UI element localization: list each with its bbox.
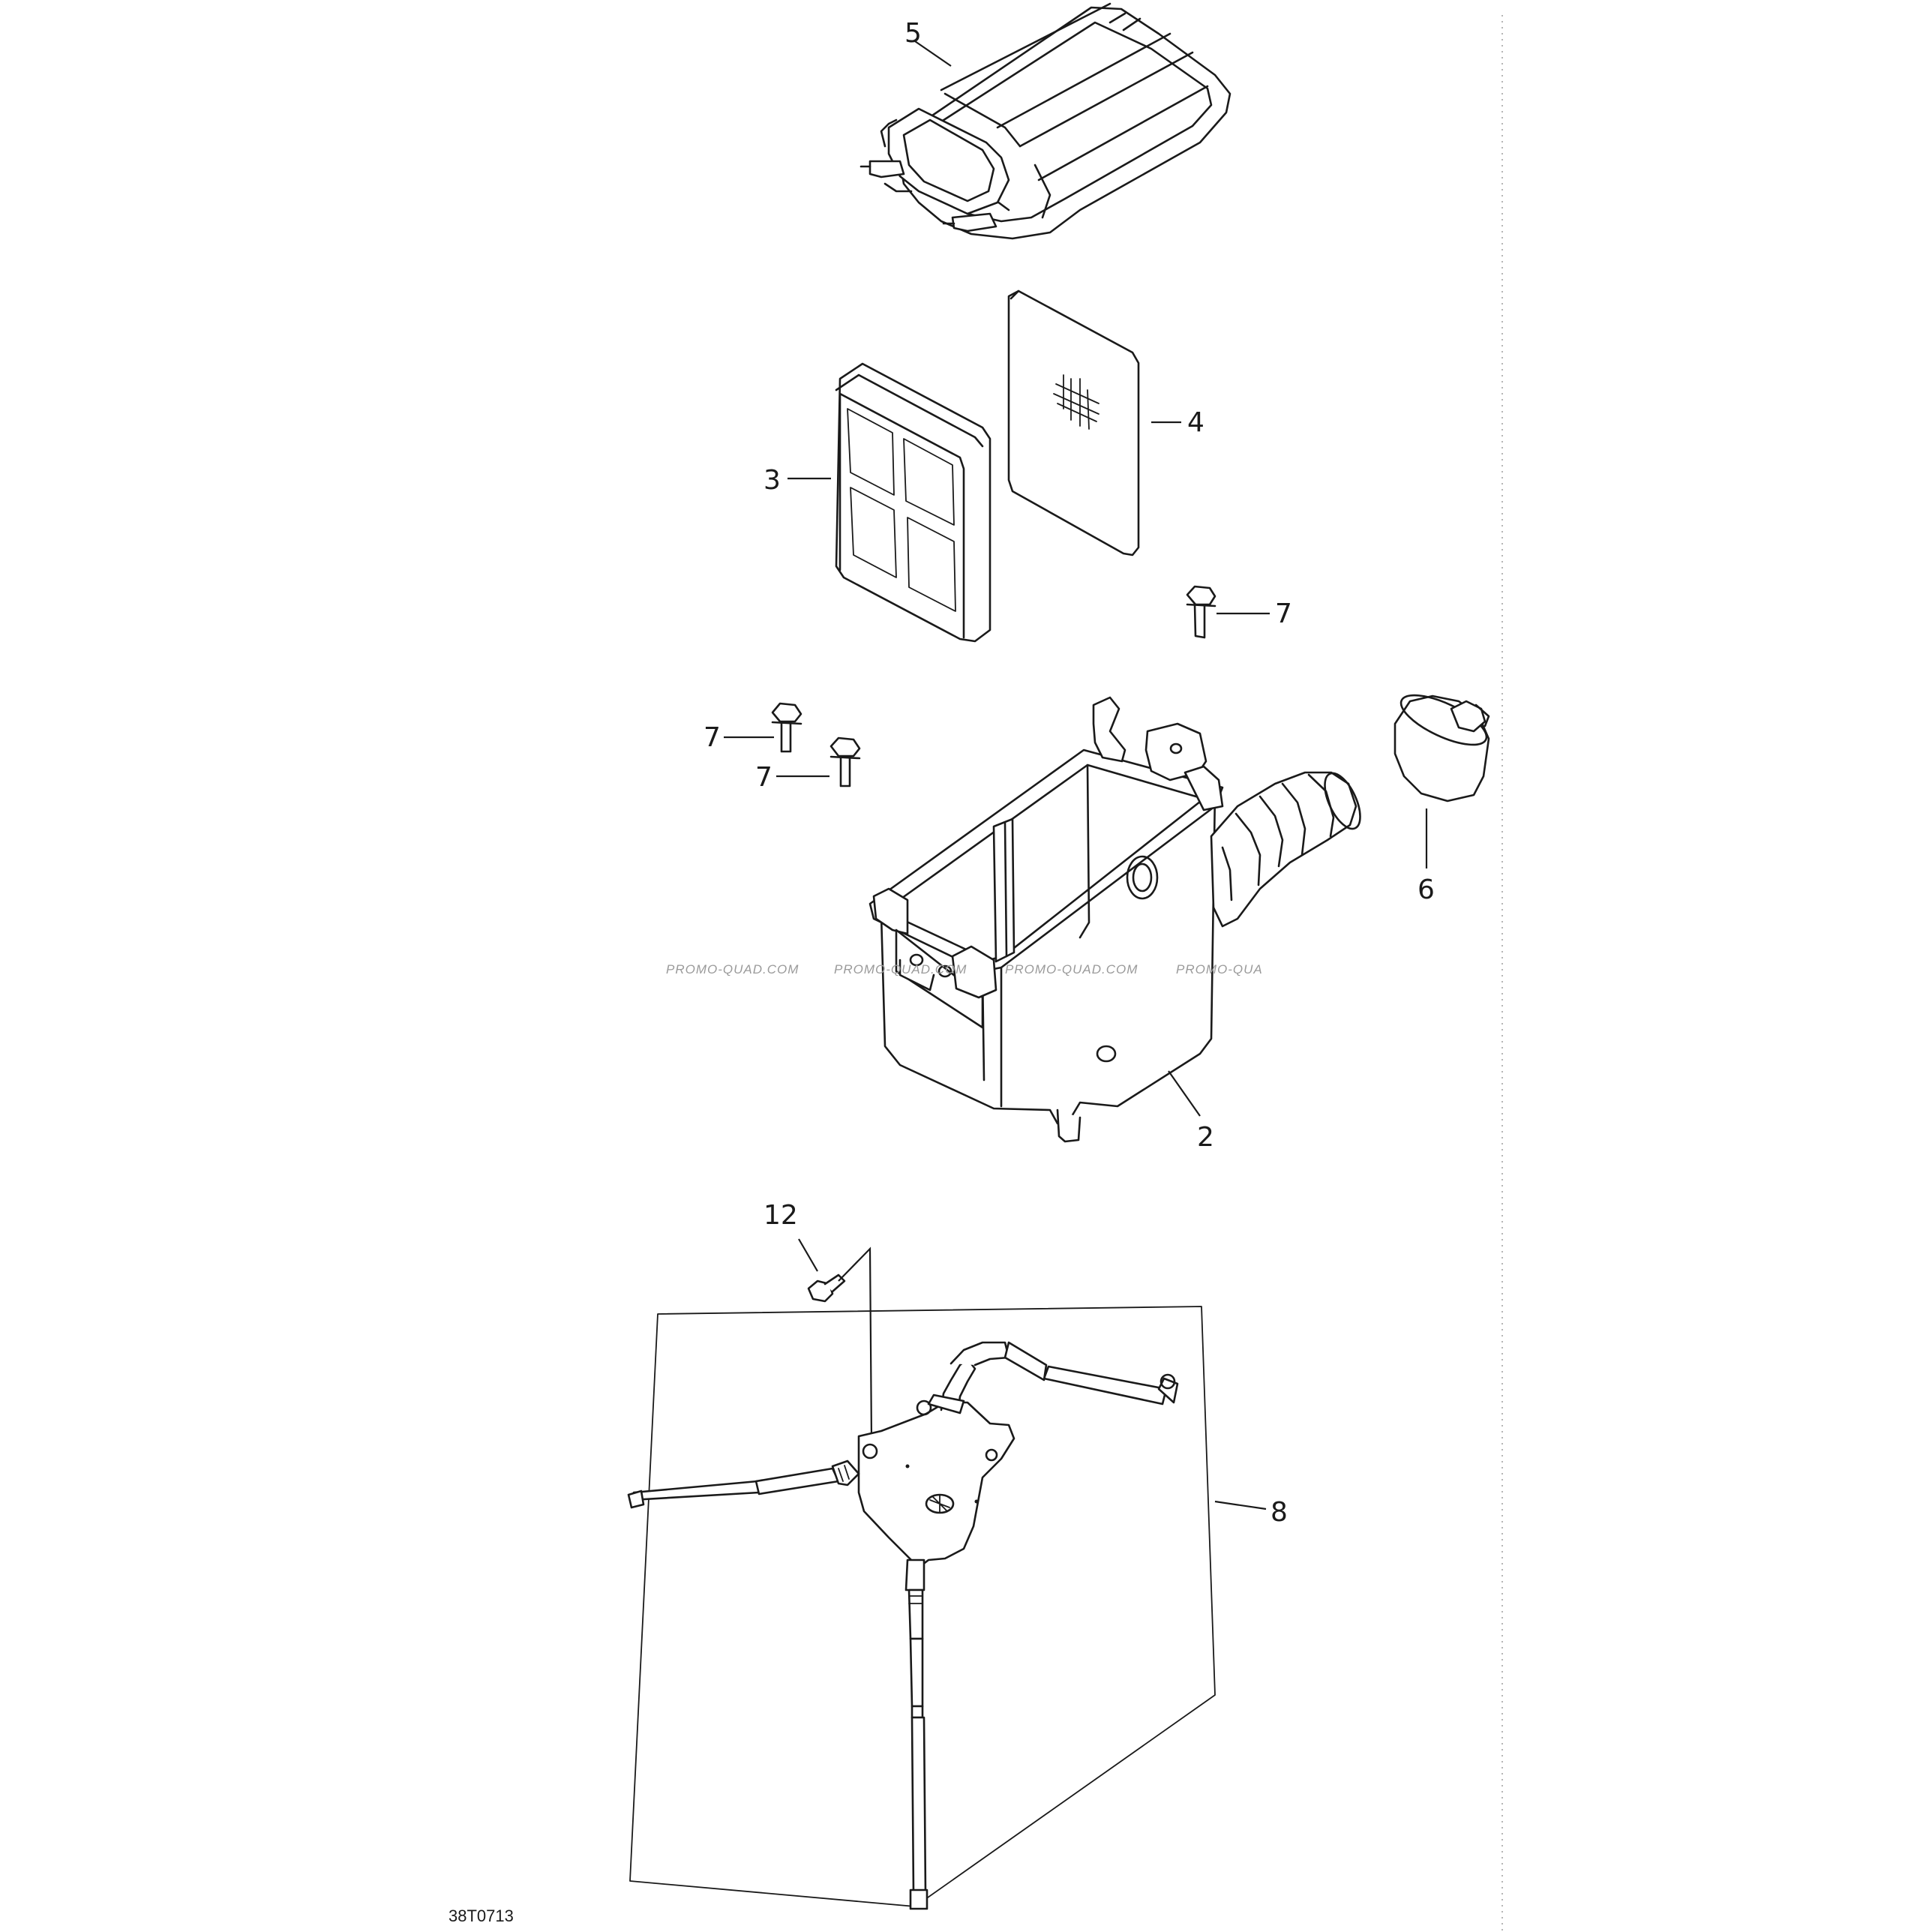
leader-12-to-breather [838, 1246, 873, 1441]
callout-8: 8 [1270, 1497, 1288, 1528]
callout-3: 3 [764, 465, 781, 496]
part-12-screw[interactable] [807, 1274, 846, 1303]
callout-12: 12 [764, 1200, 798, 1231]
callout-6: 6 [1418, 874, 1435, 905]
callout-5: 5 [904, 18, 922, 49]
part-5-airbox-cover[interactable] [860, 2, 1232, 240]
part-4-prefilter[interactable] [1007, 290, 1140, 556]
part-8-breather-kit[interactable] [627, 1306, 1216, 1910]
callout-7a: 7 [1275, 598, 1292, 629]
part-3-air-filter[interactable] [835, 362, 992, 643]
watermark-4: PROMO-QUA [1176, 962, 1263, 976]
watermark-3: PROMO-QUAD.COM [1005, 962, 1138, 976]
part-2-airbox-base[interactable] [868, 696, 1367, 1143]
leader-8 [1214, 1500, 1267, 1510]
mesh-icon [1053, 374, 1100, 430]
callout-7c: 7 [755, 762, 772, 793]
part-6-clamp[interactable] [1394, 686, 1493, 802]
watermark-2: PROMO-QUAD.COM [834, 962, 967, 976]
part-7-bolt-b[interactable] [771, 702, 802, 753]
drawing-code: 38T0713 [448, 1906, 514, 1925]
part-7-bolt-c[interactable] [830, 736, 861, 788]
callout-7b: 7 [704, 722, 721, 753]
callout-4: 4 [1187, 407, 1204, 438]
callout-2: 2 [1197, 1122, 1214, 1153]
watermark-1: PROMO-QUAD.COM [666, 962, 799, 976]
leader-5 [914, 40, 952, 67]
part-7-bolt-a[interactable] [1186, 585, 1216, 639]
leader-12 [798, 1238, 818, 1272]
leader-2 [1168, 1070, 1201, 1117]
kit-boundary [629, 1306, 1216, 1907]
